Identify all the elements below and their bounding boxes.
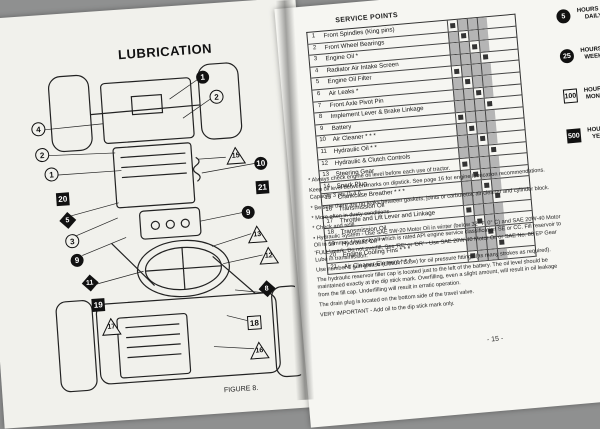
interval-cell [482, 86, 494, 98]
callout-20: 20 [55, 192, 70, 207]
interval-cell [481, 74, 493, 87]
row-number: 12 [321, 160, 329, 167]
service-point-name: Air Cleaner * * * [332, 132, 377, 144]
row-number: 2 [312, 44, 317, 52]
legend-item-100: 100 HOURS OR MONTHLY [562, 85, 600, 104]
interval-cell [484, 109, 496, 121]
legend-item-5: 5 HOURS OR DAILY [555, 5, 600, 24]
service-point-name: Engine Oil Filter [327, 74, 372, 86]
row-number: 11 [320, 148, 328, 156]
callout-13: 13 [247, 225, 268, 244]
legend-text: HOURS OR DAILY [576, 5, 600, 21]
header-service-points: SERVICE POINTS [335, 11, 399, 25]
legend-badge: 100 [562, 88, 579, 104]
row-number: 1 [311, 33, 316, 40]
tractor-lubrication-diagram: 1 2 4 2 1 15 10 20 21 5 3 9 9 13 12 11 1… [18, 41, 308, 398]
front-right-wheel [197, 62, 243, 140]
page-number: - 15 - [486, 335, 504, 344]
callout-12: 12 [258, 246, 280, 265]
legend-text: HOURS OR YEARLY [587, 125, 600, 141]
legend-item-500: 500 HOURS OR YEARLY [566, 125, 600, 144]
interval-cell [480, 63, 492, 75]
interval-cell [476, 17, 488, 29]
front-left-wheel [47, 74, 93, 153]
triangle-icon [247, 225, 268, 244]
row-number: 7 [317, 102, 322, 109]
row-number: 4 [314, 67, 319, 75]
row-number: 8 [318, 114, 323, 121]
row-number: 9 [319, 125, 324, 132]
callout-15: 15 [225, 146, 247, 165]
callout-17: 17 [101, 317, 122, 336]
row-number: 5 [315, 79, 320, 86]
tractor-top-view-drawing [43, 62, 308, 393]
lubrication-notes: * Always check engine oil level before e… [308, 156, 570, 322]
service-point-name: Air Leaks * [328, 87, 359, 98]
row-number: 6 [316, 90, 321, 98]
legend-text: HOURS OR MONTHLY [583, 85, 600, 101]
legend-badge: 5 [555, 8, 572, 24]
triangle-icon [250, 341, 270, 360]
interval-cell [478, 40, 490, 52]
callout-16: 16 [249, 341, 270, 360]
callout-19: 19 [91, 298, 106, 312]
interval-cell [483, 98, 495, 110]
callout-18: 18 [246, 315, 262, 331]
service-point-name: Engine Oil * [325, 52, 359, 63]
manual-spread: LUBRICATION [0, 0, 600, 400]
service-point-name: Battery [331, 123, 352, 132]
interval-cell [487, 144, 499, 156]
callout-21: 21 [255, 180, 270, 195]
triangle-icon [259, 246, 280, 265]
row-number: 10 [319, 136, 327, 144]
service-point-name: Hydraulic Oil * * [333, 144, 378, 155]
interval-cell [477, 28, 489, 41]
legend-item-25: 25 HOURS OR WEEKLY [559, 45, 600, 64]
interval-cell [486, 132, 498, 145]
legend-text: HOURS OR WEEKLY [580, 45, 600, 61]
triangle-icon [226, 146, 247, 165]
triangle-icon [102, 317, 122, 336]
interval-cell [479, 51, 491, 64]
row-number: 3 [313, 56, 318, 63]
legend-badge: 500 [566, 128, 582, 144]
interval-cell [485, 121, 497, 133]
legend-badge: 25 [559, 48, 575, 64]
